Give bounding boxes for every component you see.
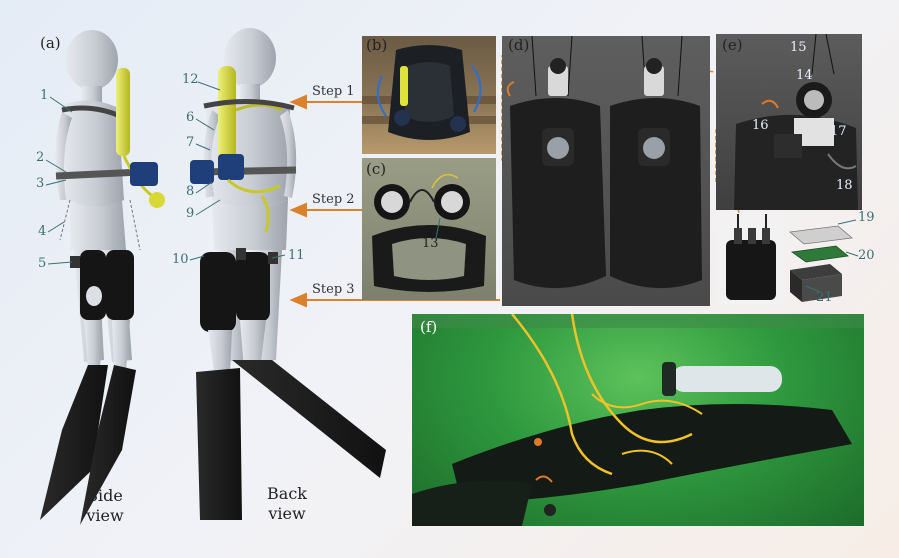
callout-18: 18 [836,178,853,193]
callout-1: 1 [40,88,49,103]
callout-13: 13 [422,236,439,251]
callout-10: 10 [172,252,189,267]
photo-f-underwater [412,314,864,526]
callout-5: 5 [38,256,47,271]
callout-21: 21 [816,290,833,305]
callout-4: 4 [38,224,47,239]
mannequin-illustration [40,28,386,525]
back-view-line2: view [268,504,306,523]
callout-19: 19 [858,210,875,225]
back-view-line1: Back [267,484,307,503]
callout-7: 7 [186,135,195,150]
photo-b-bcd-vest [362,36,496,154]
callout-3: 3 [36,176,45,191]
callout-12: 12 [182,72,199,87]
side-view-line2: view [86,506,124,525]
side-view-mannequin [40,30,165,525]
callout-15: 15 [790,40,807,55]
panel-label-e: (e) [722,36,743,54]
photo-e-control-box [718,214,784,306]
back-view-label: Back view [252,484,322,524]
panel-label-d: (d) [508,36,530,54]
side-view-label: Side view [70,486,140,526]
step-1-label: Step 1 [312,84,355,99]
photo-e-detail [716,34,862,210]
photo-d-knee-sleeves [502,36,710,306]
callout-8: 8 [186,184,195,199]
callout-17: 17 [830,124,847,139]
panel-label-c: (c) [366,160,387,178]
leader-lines [45,81,286,265]
callout-9: 9 [186,206,195,221]
panel-label-f: (f) [420,318,438,336]
back-view-mannequin [190,28,386,520]
callout-14: 14 [796,68,813,83]
callout-11: 11 [288,248,305,263]
step-3-label: Step 3 [312,282,355,297]
photo-c-belt [362,158,496,300]
side-view-line1: Side [87,486,123,505]
callout-20: 20 [858,248,875,263]
panel-label-a: (a) [40,34,61,52]
callout-16: 16 [752,118,769,133]
step-2-label: Step 2 [312,192,355,207]
panel-label-b: (b) [366,36,388,54]
callout-2: 2 [36,150,45,165]
callout-6: 6 [186,110,195,125]
